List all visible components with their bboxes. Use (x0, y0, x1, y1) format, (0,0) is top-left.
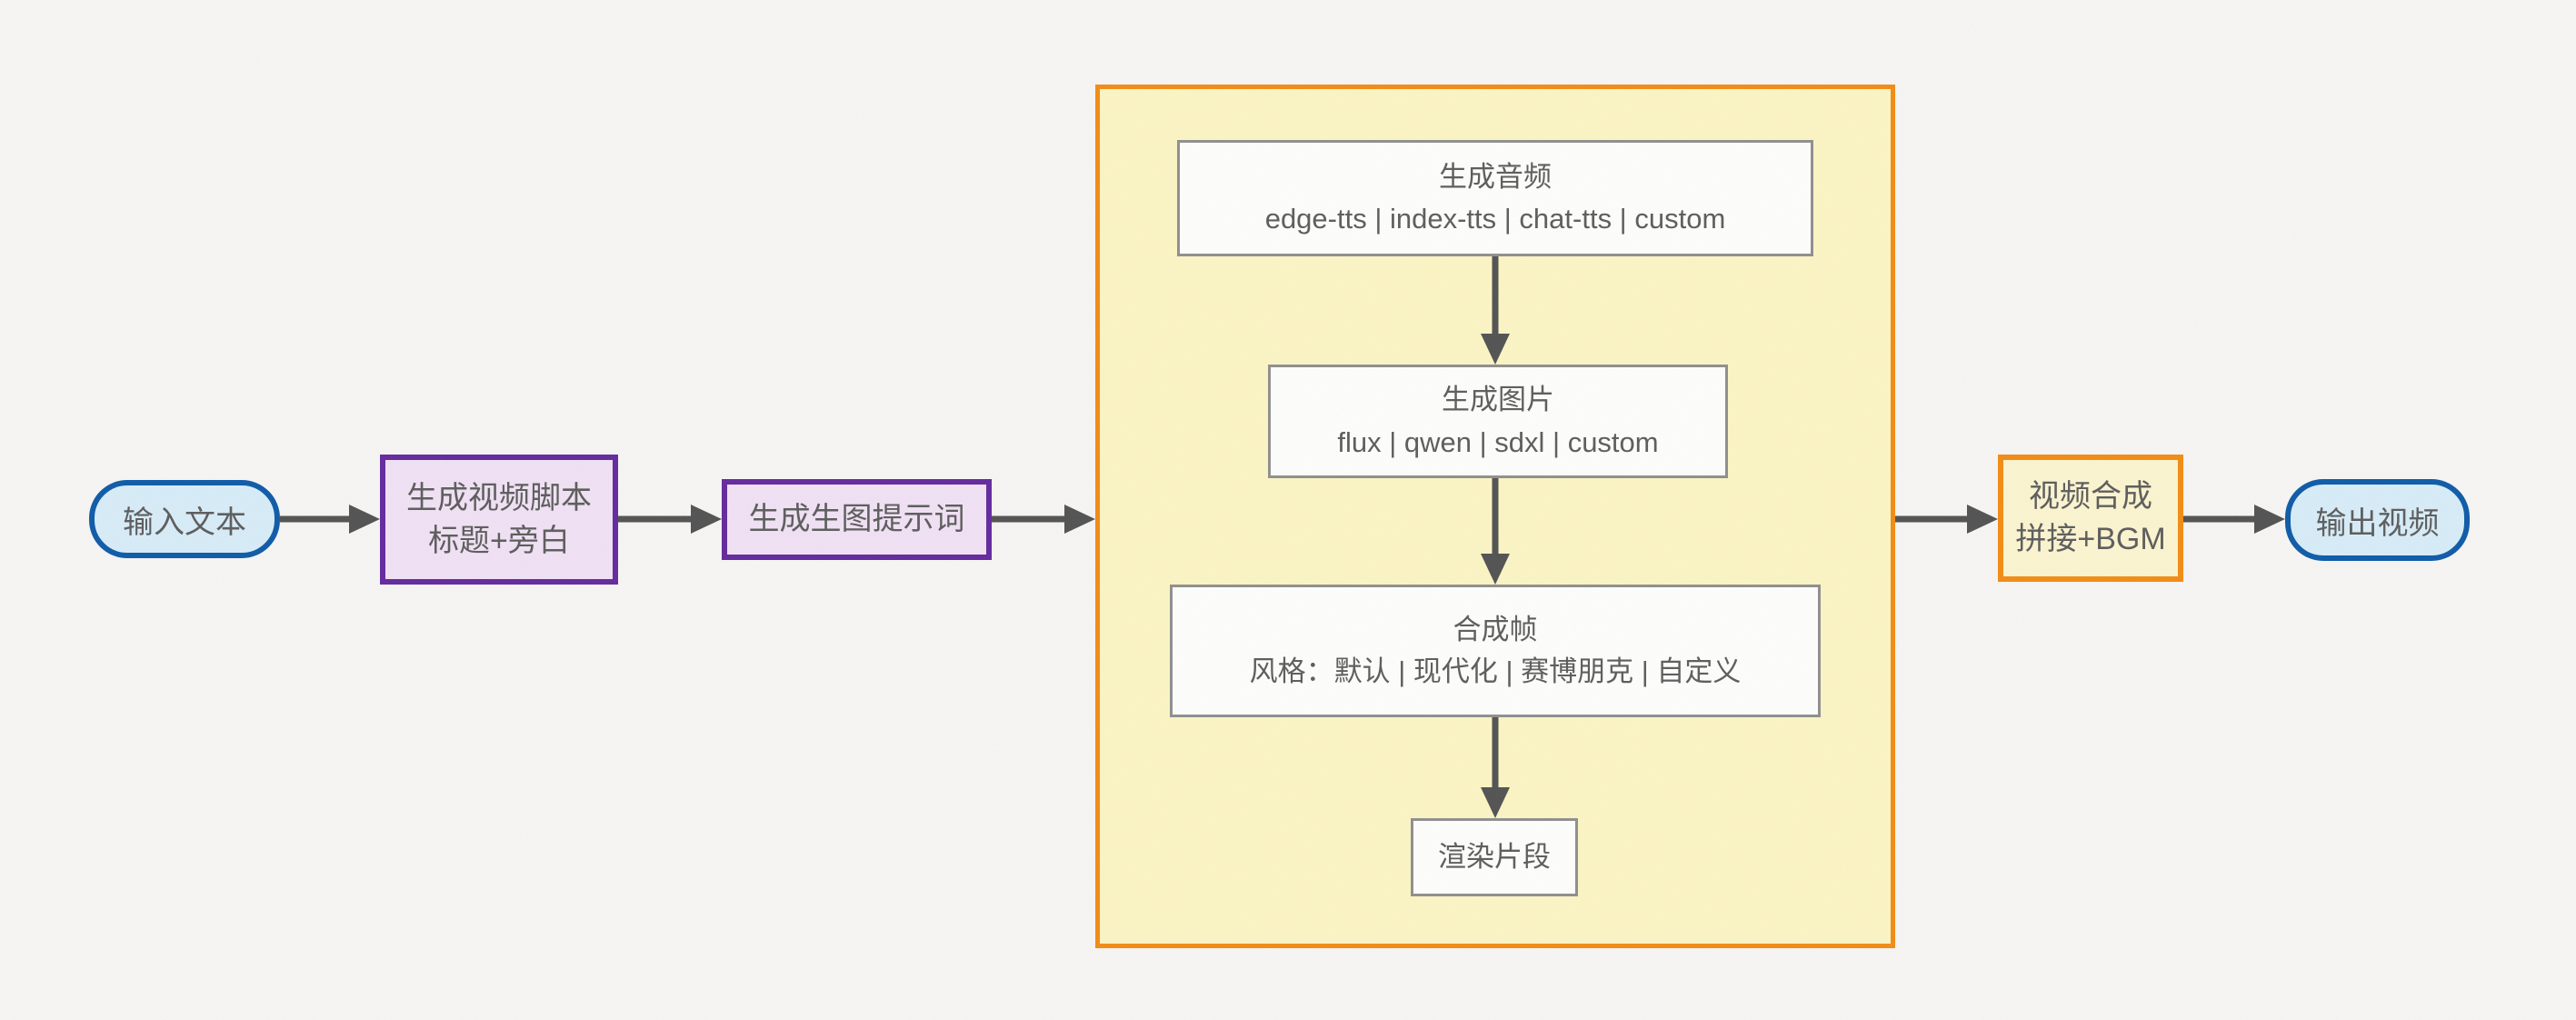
node-render-clip: 渲染片段 (1411, 818, 1578, 896)
node-generate-image: 生成图片 flux | qwen | sdxl | custom (1268, 365, 1728, 478)
node-generate-audio: 生成音频 edge-tts | index-tts | chat-tts | c… (1177, 140, 1813, 256)
node-compose-frame-options: 风格：默认 | 现代化 | 赛博朋克 | 自定义 (1249, 655, 1742, 687)
edge-prompt-to-group (992, 505, 1095, 534)
node-video-compose-title: 视频合成 (2029, 479, 2152, 515)
node-generate-audio-options: edge-tts | index-tts | chat-tts | custom (1264, 203, 1726, 235)
node-generate-image-prompt: 生成生图提示词 (722, 479, 992, 560)
node-render-clip-label: 渲染片段 (1438, 840, 1551, 873)
node-input-text: 输入文本 (89, 480, 280, 558)
node-generate-script-subtitle: 标题+旁白 (428, 523, 570, 558)
node-compose-frame-title: 合成帧 (1453, 613, 1538, 645)
node-generate-image-options: flux | qwen | sdxl | custom (1337, 425, 1659, 458)
node-input-text-label: 输入文本 (123, 505, 246, 540)
edge-group-to-compose (1895, 505, 1998, 534)
node-generate-audio-title: 生成音频 (1439, 160, 1552, 193)
node-generate-image-prompt-label: 生成生图提示词 (748, 502, 965, 537)
node-output-video: 输出视频 (2285, 479, 2470, 561)
node-generate-image-title: 生成图片 (1442, 384, 1554, 415)
edge-input-to-script (280, 505, 380, 534)
node-generate-script-title: 生成视频脚本 (406, 480, 592, 515)
node-output-video-label: 输出视频 (2315, 505, 2440, 541)
edge-compose-to-output (2183, 505, 2285, 534)
node-compose-frame: 合成帧 风格：默认 | 现代化 | 赛博朋克 | 自定义 (1170, 585, 1821, 717)
edge-script-to-prompt (618, 505, 722, 534)
node-generate-script: 生成视频脚本 标题+旁白 (380, 455, 618, 585)
node-video-compose-subtitle: 拼接+BGM (2015, 522, 2166, 556)
node-video-compose: 视频合成 拼接+BGM (1998, 455, 2183, 582)
